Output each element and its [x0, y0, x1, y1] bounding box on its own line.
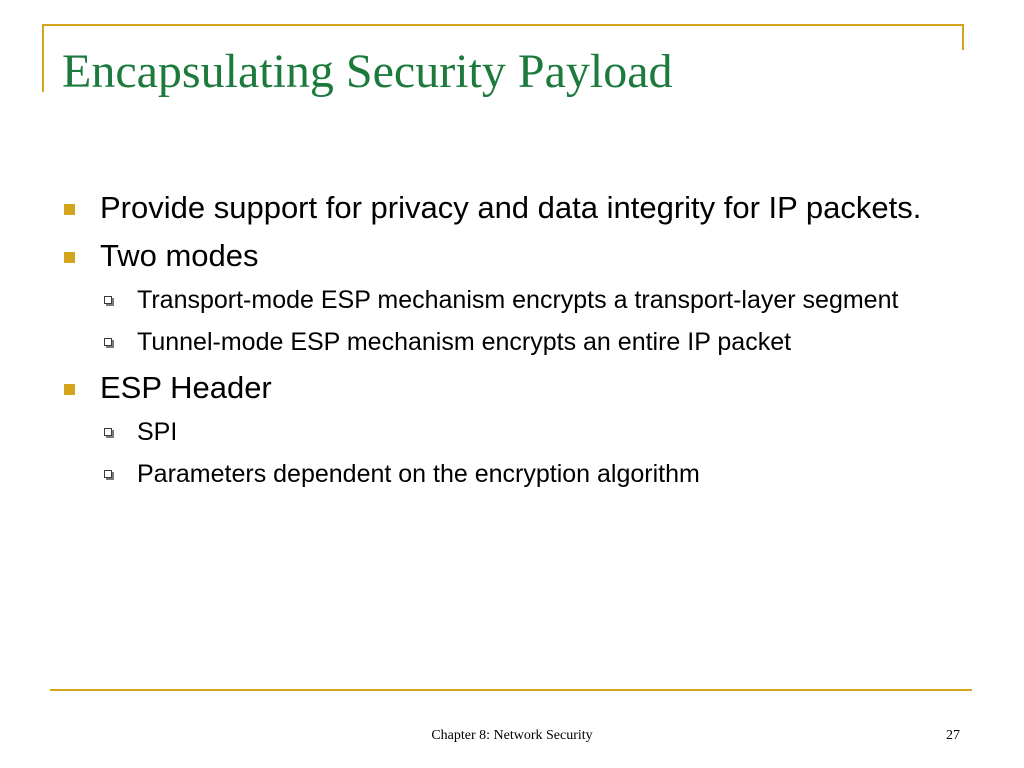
footer-divider-line: [50, 689, 972, 691]
bullet-list: Provide support for privacy and data int…: [62, 186, 982, 498]
sub-bullet-text: Tunnel-mode ESP mechanism encrypts an en…: [137, 328, 792, 356]
hollow-square-bullet-icon: [104, 428, 112, 436]
filled-square-bullet-icon: [64, 252, 75, 263]
footer-chapter-title: Chapter 8: Network Security: [431, 728, 593, 743]
bullet-text: Provide support for privacy and data int…: [100, 190, 922, 225]
title-frame-right-line: [962, 24, 964, 50]
sub-bullet-item-parameters: Parameters dependent on the encryption a…: [62, 456, 982, 492]
sub-bullet-item-spi: SPI: [62, 414, 982, 450]
bullet-text: ESP Header: [100, 370, 272, 405]
footer-page-number: 27: [946, 728, 960, 743]
slide-title: Encapsulating Security Payload: [62, 45, 673, 98]
title-frame-top-line: [42, 24, 964, 26]
hollow-square-bullet-icon: [104, 470, 112, 478]
hollow-square-bullet-icon: [104, 338, 112, 346]
bullet-item-two-modes: Two modes: [62, 234, 982, 278]
sub-bullet-text: Parameters dependent on the encryption a…: [137, 460, 700, 488]
bullet-text: Two modes: [100, 238, 259, 273]
sub-bullet-item-tunnel-mode: Tunnel-mode ESP mechanism encrypts an en…: [62, 324, 982, 360]
hollow-square-bullet-icon: [104, 296, 112, 304]
sub-bullet-text: SPI: [137, 418, 178, 446]
sub-bullet-item-transport-mode: Transport-mode ESP mechanism encrypts a …: [62, 282, 982, 318]
bullet-item-esp-header: ESP Header: [62, 366, 982, 410]
title-frame-left-line: [42, 24, 44, 92]
sub-bullet-text: Transport-mode ESP mechanism encrypts a …: [137, 286, 899, 314]
filled-square-bullet-icon: [64, 204, 75, 215]
bullet-item-privacy: Provide support for privacy and data int…: [62, 186, 982, 230]
filled-square-bullet-icon: [64, 384, 75, 395]
